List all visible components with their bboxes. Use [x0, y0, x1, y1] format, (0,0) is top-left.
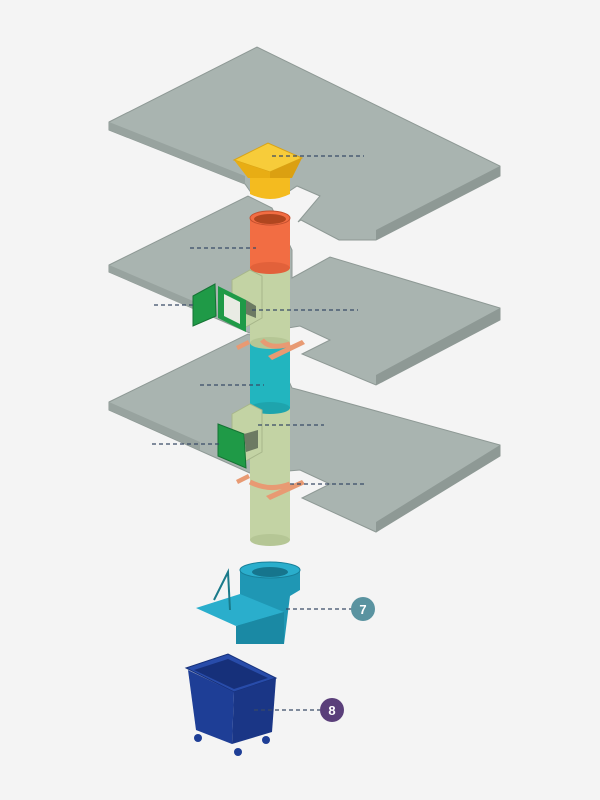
- leader-lines: [152, 155, 364, 711]
- support-bracket-lower-icon: [236, 474, 305, 500]
- callout-number-8: 8: [328, 702, 336, 718]
- callout-number-7: 7: [359, 601, 367, 617]
- callout-badge-8: 8: [320, 698, 344, 722]
- discharge-hopper-icon: [196, 561, 301, 644]
- support-bracket-upper-icon: [236, 338, 305, 360]
- access-door-lower-icon: [217, 423, 258, 469]
- pipe-segment-orange: [250, 218, 290, 268]
- access-door-upper-icon: [192, 283, 256, 332]
- floor-slab-bottom: [108, 333, 501, 533]
- floor-slab-middle: [108, 195, 501, 386]
- roof-cap-icon: [232, 142, 304, 199]
- floor-slab-top: [108, 46, 501, 241]
- callout-badge-7: 7: [351, 597, 375, 621]
- waste-bin-icon: [184, 653, 278, 756]
